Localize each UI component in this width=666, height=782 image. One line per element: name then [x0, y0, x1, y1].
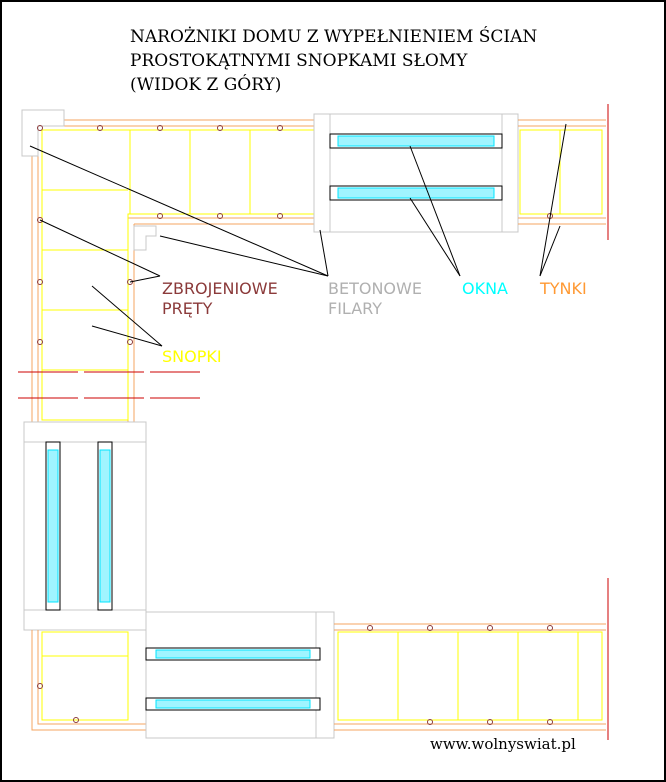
- bottom-left-plaster: [31, 630, 146, 731]
- corner-pillar-inner: [133, 225, 157, 251]
- inner-plaster-lines: [127, 217, 318, 422]
- pillar-top-right: [501, 113, 519, 233]
- axis-left-middle: [18, 371, 200, 399]
- top-window-section: [313, 113, 519, 233]
- bottom-right-dividers: [397, 632, 579, 720]
- label-plaster: TYNKI: [539, 279, 587, 298]
- bottom-right-plaster: [334, 623, 606, 731]
- bottom-window-section: [145, 611, 335, 739]
- bale-dividers-left: [42, 189, 128, 371]
- window-bottom-2-glass: [155, 699, 311, 709]
- rebar-markers: [37, 125, 553, 725]
- outer-plaster-lines: [31, 119, 318, 422]
- bottom-right-bales: [337, 631, 603, 721]
- label-rebar-2: PRĘTY: [162, 299, 213, 318]
- pillar-top-span: [330, 113, 502, 233]
- window-top-1-glass: [337, 135, 495, 147]
- bale-dividers-top: [129, 130, 251, 214]
- label-rebar-1: ZBROJENIOWE: [162, 279, 278, 298]
- label-bales: SNOPKI: [162, 347, 222, 366]
- bottom-left-corner: [31, 630, 146, 731]
- leader-lines: [29, 123, 567, 347]
- title-block: NAROŻNIKI DOMU Z WYPEŁNIENIEM ŚCIAN PROS…: [130, 26, 537, 95]
- label-pillars-1: BETONOWE: [328, 279, 422, 298]
- top-right-bales: [519, 129, 603, 215]
- window-left-2-glass: [99, 449, 111, 603]
- annotations: ZBROJENIOWE PRĘTY BETONOWE FILARY OKNA T…: [162, 279, 587, 366]
- website-url: www.wolnyswiat.pl: [430, 735, 576, 753]
- window-top-2-glass: [337, 187, 495, 199]
- pillar-bottom-right: [315, 611, 335, 739]
- bottom-left-bales: [41, 631, 129, 721]
- label-windows: OKNA: [462, 279, 508, 298]
- left-window-section: [23, 421, 147, 631]
- top-bale-zone: [41, 129, 315, 421]
- bottom-right-wall: [334, 578, 609, 740]
- label-pillars-2: FILARY: [328, 299, 382, 318]
- window-left-1-glass: [47, 449, 59, 603]
- title-line-2: PROSTOKĄTNYMI SNOPKAMI SŁOMY: [130, 51, 468, 71]
- pillar-left-top: [23, 421, 147, 443]
- corner-pillar-outer: [21, 109, 65, 157]
- title-line-1: NAROŻNIKI DOMU Z WYPEŁNIENIEM ŚCIAN: [130, 26, 537, 47]
- pillar-bottom: [145, 611, 317, 739]
- top-right-wall: [518, 104, 609, 240]
- top-left-corner: [21, 109, 318, 422]
- pillar-top-left: [313, 113, 331, 233]
- top-right-plaster: [518, 119, 606, 225]
- pillar-left-bottom: [23, 609, 147, 631]
- window-bottom-1-glass: [155, 649, 311, 659]
- pillar-left-span: [23, 442, 147, 610]
- title-line-3: (WIDOK Z GÓRY): [130, 74, 281, 95]
